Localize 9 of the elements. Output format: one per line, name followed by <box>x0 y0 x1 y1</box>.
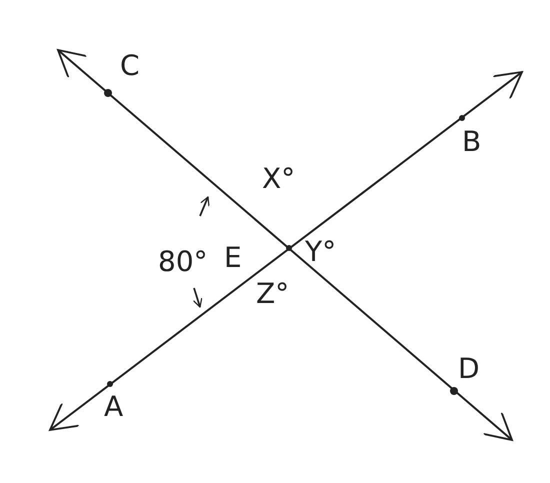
angle-label: 80° <box>158 248 208 276</box>
point-label: A <box>104 393 124 421</box>
angle-label: Z° <box>256 280 290 308</box>
point-label: E <box>224 244 242 272</box>
point-label: B <box>462 128 482 156</box>
point-label: D <box>458 355 480 383</box>
angle-label: X° <box>262 165 296 193</box>
angle-label: Y° <box>305 238 336 266</box>
point-label: C <box>120 52 140 80</box>
